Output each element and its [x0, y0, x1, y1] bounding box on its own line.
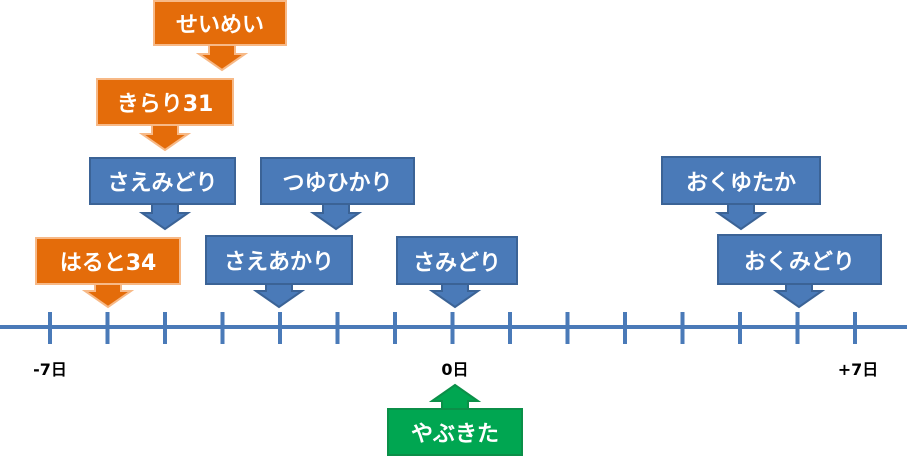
- pointer-saeakari: [252, 282, 306, 309]
- pointer-yabukita: [428, 383, 482, 411]
- pointer-okuyutaka: [714, 202, 768, 231]
- variety-label-okumidori: おくみどり: [717, 234, 882, 285]
- pointer-seimei: [195, 43, 249, 72]
- tick-label-minus7: -7日: [33, 360, 67, 379]
- pointer-samidori: [428, 282, 482, 309]
- variety-label-saemidori: さえみどり: [89, 157, 236, 205]
- pointer-saemidori: [138, 202, 192, 231]
- variety-label-kirari31: きらり31: [96, 78, 234, 126]
- variety-label-seimei: せいめい: [153, 0, 287, 46]
- pointer-kirari31: [138, 123, 192, 152]
- pointer-tsuyuhikari: [309, 202, 363, 231]
- variety-label-samidori: さみどり: [396, 236, 518, 285]
- tick-label-0: 0日: [441, 360, 469, 379]
- variety-label-yabukita: やぶきた: [387, 408, 523, 456]
- variety-label-haruto34: はると34: [35, 237, 181, 285]
- pointer-haruto34: [81, 282, 135, 309]
- pointer-okumidori: [772, 282, 826, 309]
- variety-label-tsuyuhikari: つゆひかり: [260, 157, 415, 205]
- tick-label-plus7: +7日: [837, 360, 879, 379]
- variety-label-saeakari: さえあかり: [205, 235, 353, 285]
- variety-label-okuyutaka: おくゆたか: [661, 156, 821, 205]
